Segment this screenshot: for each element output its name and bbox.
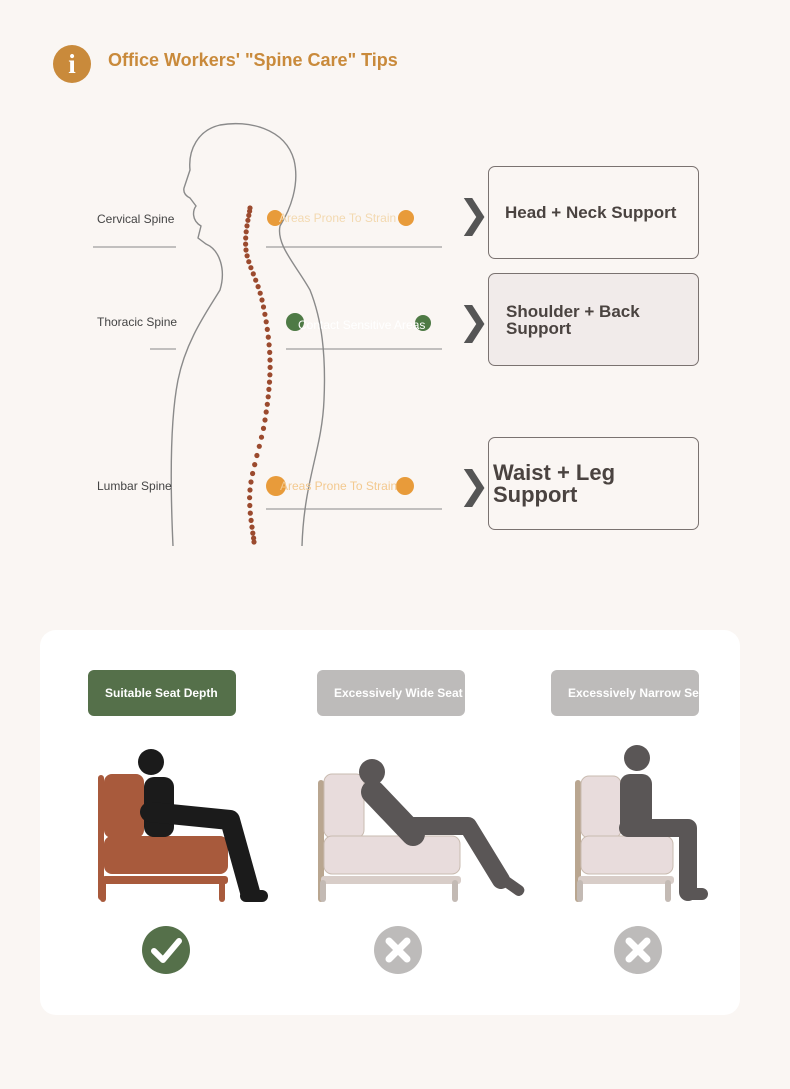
spine-dot	[243, 247, 249, 253]
cross-icon	[374, 926, 422, 979]
thoracic-area-tag: Contact Sensitive Areas	[298, 318, 426, 332]
spine-dot	[254, 452, 260, 459]
strain-dot	[266, 476, 286, 496]
spine-dot	[247, 208, 253, 214]
spine-figure	[93, 122, 442, 547]
spine-dot	[251, 539, 257, 545]
spine-dot	[248, 517, 254, 524]
shoulder-back-support-box: Shoulder + Back Support	[488, 273, 699, 366]
spine-dot	[248, 265, 254, 271]
spine-dot	[267, 349, 273, 355]
lumbar-spine-label: Lumbar Spine	[97, 479, 172, 493]
spine-dot	[247, 502, 253, 509]
suitable-seat-illustration	[98, 749, 268, 902]
spine-dot	[256, 443, 262, 449]
spine-dot	[258, 434, 265, 440]
spine-dot	[266, 379, 273, 385]
strain-dot	[396, 477, 414, 495]
spine-dot	[250, 530, 256, 536]
spine-dot	[253, 277, 259, 283]
spine-dot	[247, 495, 253, 501]
cervical-spine-label: Cervical Spine	[97, 212, 175, 226]
waist-leg-support-box: Waist + Leg Support	[488, 437, 699, 530]
body-outline	[170, 122, 326, 547]
spine-dot	[250, 271, 256, 277]
narrow-seat-illustration	[575, 745, 708, 902]
strain-dot	[267, 210, 283, 226]
spine-dot	[250, 470, 256, 477]
chevron-right-icon: ❯	[458, 463, 490, 507]
narrow-seat-depth-pill: Excessively Narrow Seat Depth	[551, 670, 699, 716]
spine-dot	[264, 401, 270, 407]
spine-dot	[243, 229, 249, 235]
spine-dot	[246, 259, 252, 265]
cervical-area-tag: Areas Prone To Strain	[279, 211, 397, 225]
spine-dot	[262, 417, 268, 423]
spine-dot	[267, 364, 273, 370]
spine-dot	[249, 524, 255, 530]
spine-dot	[257, 290, 263, 296]
spine-dot	[248, 479, 254, 485]
cross-icon	[614, 926, 662, 979]
spine-dot	[267, 357, 273, 363]
head-neck-support-label: Head + Neck Support	[505, 203, 677, 222]
spine-dot	[260, 425, 267, 431]
spine-dot	[262, 311, 268, 317]
check-icon	[142, 926, 190, 979]
spine-dot	[266, 386, 272, 392]
spine-dot	[246, 212, 252, 218]
spine-dot	[264, 326, 270, 332]
spine-dot	[259, 297, 265, 303]
wide-seat-illustration	[318, 759, 525, 902]
sensitive-dot	[415, 315, 431, 331]
spine-dot	[252, 462, 258, 468]
chevron-right-icon: ❯	[458, 299, 490, 343]
page-title: Office Workers' "Spine Care" Tips	[108, 50, 398, 70]
spine-dot	[255, 284, 261, 290]
spine-dot	[245, 217, 251, 223]
suitable-seat-depth-pill: Suitable Seat Depth	[88, 670, 236, 716]
thoracic-spine-label: Thoracic Spine	[97, 315, 178, 329]
spine-dot	[247, 487, 253, 493]
spine-dot	[267, 372, 273, 378]
chevron-right-icon: ❯	[458, 192, 490, 236]
sensitive-dot	[286, 313, 304, 331]
shoulder-back-support-label: Shoulder + Back Support	[506, 301, 640, 338]
spine-dot	[266, 342, 272, 348]
wide-seat-depth-pill: Excessively Wide Seat Depth	[317, 670, 465, 716]
spine-dot	[243, 235, 249, 241]
head-neck-support-box: Head + Neck Support	[488, 166, 699, 259]
spine-dot	[263, 409, 269, 415]
lumbar-area-tag: Areas Prone To Strain	[280, 479, 398, 493]
spine-dot	[265, 394, 271, 400]
info-icon: i	[53, 45, 91, 83]
spine-dots	[243, 205, 273, 545]
waist-leg-support-label: Waist + Leg Support	[493, 459, 616, 507]
strain-dot	[398, 210, 414, 226]
spine-dot	[244, 253, 250, 259]
spine-dot	[263, 319, 269, 325]
spine-dot	[244, 223, 250, 229]
spine-dot	[247, 510, 253, 516]
spine-dot	[265, 334, 271, 340]
spine-dot	[260, 304, 267, 310]
spine-dot	[243, 241, 249, 247]
spine-dot	[251, 535, 257, 541]
